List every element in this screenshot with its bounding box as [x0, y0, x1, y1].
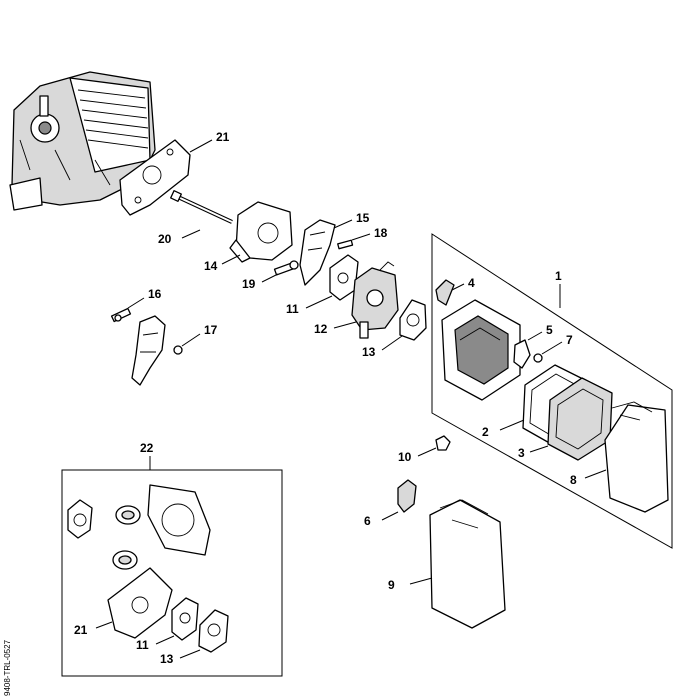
air-filter-base [441, 299, 521, 401]
part-10-nut [435, 435, 451, 451]
leader-13 [381, 335, 403, 351]
part-13-gasket [399, 299, 427, 341]
callout-14: 14 [204, 259, 218, 273]
leader-7 [541, 341, 563, 355]
leader-8 [584, 469, 607, 479]
callout-11: 11 [286, 302, 299, 316]
kit-part-21-gasket [107, 567, 173, 639]
engine-block [9, 71, 156, 211]
leader-6 [381, 511, 399, 521]
leader-10 [417, 447, 437, 457]
callout-11b: 11 [136, 638, 149, 652]
assembly-1-outline [431, 233, 673, 549]
leader-3 [529, 445, 549, 453]
callout-13: 13 [362, 345, 376, 359]
kit-seal-2 [112, 550, 138, 570]
part-12-carburetor [351, 261, 399, 339]
part-8-cover [604, 401, 669, 513]
leader-18 [351, 233, 371, 241]
callout-15: 15 [356, 211, 370, 225]
leader-13b [179, 649, 201, 659]
part-4-choke-lever [435, 279, 455, 306]
leader-12 [333, 321, 357, 329]
part-6-lever [397, 479, 417, 513]
callout-7: 7 [566, 333, 573, 347]
part-17-bracket [131, 315, 183, 386]
leader-9 [409, 577, 433, 585]
leader-15 [333, 219, 353, 229]
part-5-bracket [513, 339, 531, 369]
callout-21: 21 [216, 130, 230, 144]
leader-20 [181, 229, 201, 239]
leader-21 [189, 139, 213, 153]
callout-18: 18 [374, 226, 388, 240]
kit-part-11-gasket [171, 597, 199, 641]
kit-seal-1 [115, 505, 141, 525]
part-21-gasket [119, 139, 191, 216]
part-3-filter [547, 377, 613, 461]
part-15-bracket [299, 219, 336, 286]
part-14-intake-flange [229, 201, 293, 263]
callout-2: 2 [482, 425, 489, 439]
callout-3: 3 [518, 446, 525, 460]
leader-21b [95, 621, 113, 629]
callout-10: 10 [398, 450, 412, 464]
leader-14 [221, 254, 241, 265]
callout-16: 16 [148, 287, 162, 301]
callout-19: 19 [242, 277, 256, 291]
kit-22-outline [61, 469, 283, 677]
callout-22: 22 [140, 441, 154, 455]
kit-gasket-small [67, 499, 93, 539]
callout-12: 12 [314, 322, 328, 336]
leader-11b [155, 635, 175, 645]
callout-5: 5 [546, 323, 553, 337]
leader-2 [499, 419, 525, 431]
part-7-nut [533, 353, 543, 363]
callout-6: 6 [364, 514, 371, 528]
leader-17 [181, 333, 201, 347]
leader-16 [127, 297, 145, 309]
callout-9: 9 [388, 578, 395, 592]
part-18-screw [337, 239, 354, 250]
callout-13b: 13 [160, 652, 174, 666]
callout-8: 8 [570, 473, 577, 487]
leader-11 [305, 295, 333, 309]
callout-4: 4 [468, 276, 475, 290]
leader-4 [451, 283, 465, 291]
leader-19 [261, 273, 279, 283]
callout-17: 17 [204, 323, 218, 337]
drawing-code: 9408-TRL-0527 [3, 639, 12, 696]
callout-21b: 21 [74, 623, 88, 637]
part-20-bolt [170, 190, 233, 224]
kit-gasket-large [147, 484, 211, 556]
kit-part-13-gasket [198, 609, 229, 653]
callout-20: 20 [158, 232, 172, 246]
callout-1: 1 [555, 269, 562, 283]
part-19-screw [273, 260, 299, 276]
leader-5 [527, 331, 543, 341]
part-9-cover [429, 499, 506, 629]
part-16-screw [110, 307, 132, 323]
